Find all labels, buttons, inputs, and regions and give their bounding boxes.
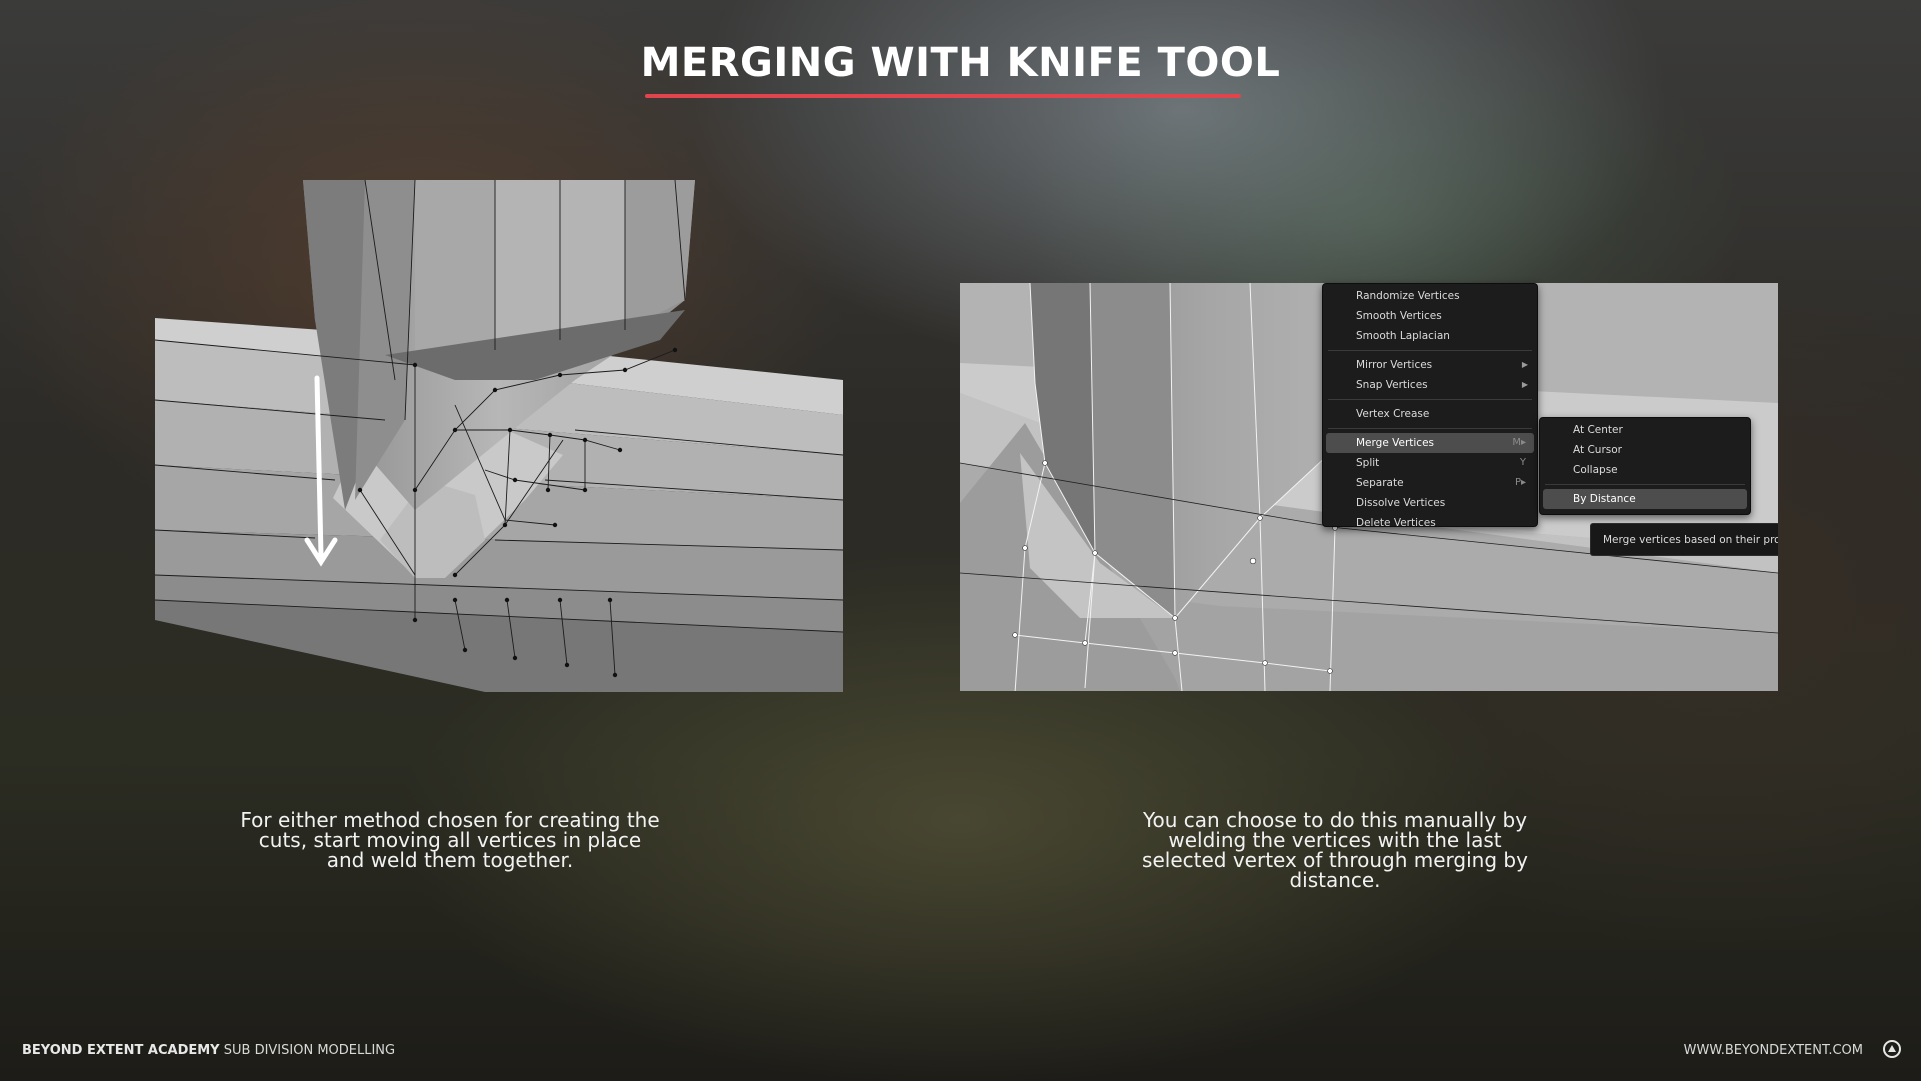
menu-item-shortcut: P▸ (1514, 477, 1526, 488)
menu-item-shortcut: M▸ (1512, 437, 1526, 448)
menu-item-label: At Cursor (1573, 444, 1622, 456)
triangle-right-icon: ▶ (1521, 360, 1528, 369)
menu-item-snap-vertices[interactable]: Snap Vertices ▶ (1326, 375, 1534, 395)
menu-item-shortcut: Y (1519, 457, 1526, 468)
footer-brand: BEYOND EXTENT ACADEMY SUB DIVISION MODEL… (22, 1043, 395, 1058)
arrow-down-icon (304, 375, 338, 567)
menu-item-label: Mirror Vertices (1356, 359, 1433, 371)
menu-item-label: Collapse (1573, 464, 1618, 476)
menu-item-label: Randomize Vertices (1356, 290, 1460, 302)
menu-separator (1328, 399, 1532, 400)
triangle-right-icon: ▶ (1521, 380, 1528, 389)
viewport-render-left (155, 180, 843, 692)
footer-brand-name: BEYOND EXTENT ACADEMY (22, 1043, 220, 1058)
menu-item-separate[interactable]: Separate P▸ (1326, 473, 1534, 493)
menu-separator (1328, 350, 1532, 351)
title-underline (645, 94, 1241, 98)
menu-item-label: Delete Vertices (1356, 517, 1436, 529)
menu-item-label: Smooth Vertices (1356, 310, 1442, 322)
vertex-context-menu: Randomize Vertices Smooth Vertices Smoot… (1322, 283, 1538, 529)
menu-item-dissolve-vertices[interactable]: Dissolve Vertices (1326, 493, 1534, 513)
menu-item-smooth-laplacian[interactable]: Smooth Laplacian (1326, 326, 1534, 346)
menu-item-split[interactable]: Split Y (1326, 453, 1534, 473)
menu-item-label: Snap Vertices (1356, 379, 1428, 391)
footer-website[interactable]: WWW.BEYONDEXTENT.COM (1683, 1043, 1863, 1058)
brand-logo-icon (1883, 1040, 1901, 1058)
menu-item-mirror-vertices[interactable]: Mirror Vertices ▶ (1326, 355, 1534, 375)
menu-item-randomize-vertices[interactable]: Randomize Vertices (1326, 286, 1534, 306)
menu-item-vertex-crease[interactable]: Vertex Crease (1326, 404, 1534, 424)
menu-item-label: Separate (1356, 477, 1404, 489)
slide-title: MERGING WITH KNIFE TOOL (640, 40, 1281, 86)
menu-item-label: Dissolve Vertices (1356, 497, 1446, 509)
merge-submenu: At Center At Cursor Collapse By Distance (1539, 417, 1751, 515)
footer-course-name: SUB DIVISION MODELLING (223, 1043, 396, 1058)
menu-separator (1328, 428, 1532, 429)
mesh-render-left (155, 180, 843, 692)
menu-item-label: Merge Vertices (1356, 437, 1434, 449)
submenu-item-collapse[interactable]: Collapse (1543, 460, 1747, 480)
menu-item-label: Smooth Laplacian (1356, 330, 1450, 342)
menu-item-label: At Center (1573, 424, 1623, 436)
menu-item-smooth-vertices[interactable]: Smooth Vertices (1326, 306, 1534, 326)
menu-separator (1545, 484, 1745, 485)
caption-left: For either method chosen for creating th… (240, 808, 660, 872)
submenu-item-by-distance[interactable]: By Distance (1543, 489, 1747, 509)
menu-item-label: By Distance (1573, 493, 1636, 505)
submenu-item-at-cursor[interactable]: At Cursor (1543, 440, 1747, 460)
tooltip-merge-by-distance: Merge vertices based on their pro (1590, 523, 1778, 556)
menu-item-merge-vertices[interactable]: Merge Vertices M▸ (1326, 433, 1534, 453)
caption-right: You can choose to do this manually by we… (1142, 808, 1528, 892)
menu-item-label: Split (1356, 457, 1380, 469)
menu-item-delete-vertices[interactable]: Delete Vertices (1326, 513, 1534, 533)
submenu-item-at-center[interactable]: At Center (1543, 420, 1747, 440)
menu-item-label: Vertex Crease (1356, 408, 1430, 420)
